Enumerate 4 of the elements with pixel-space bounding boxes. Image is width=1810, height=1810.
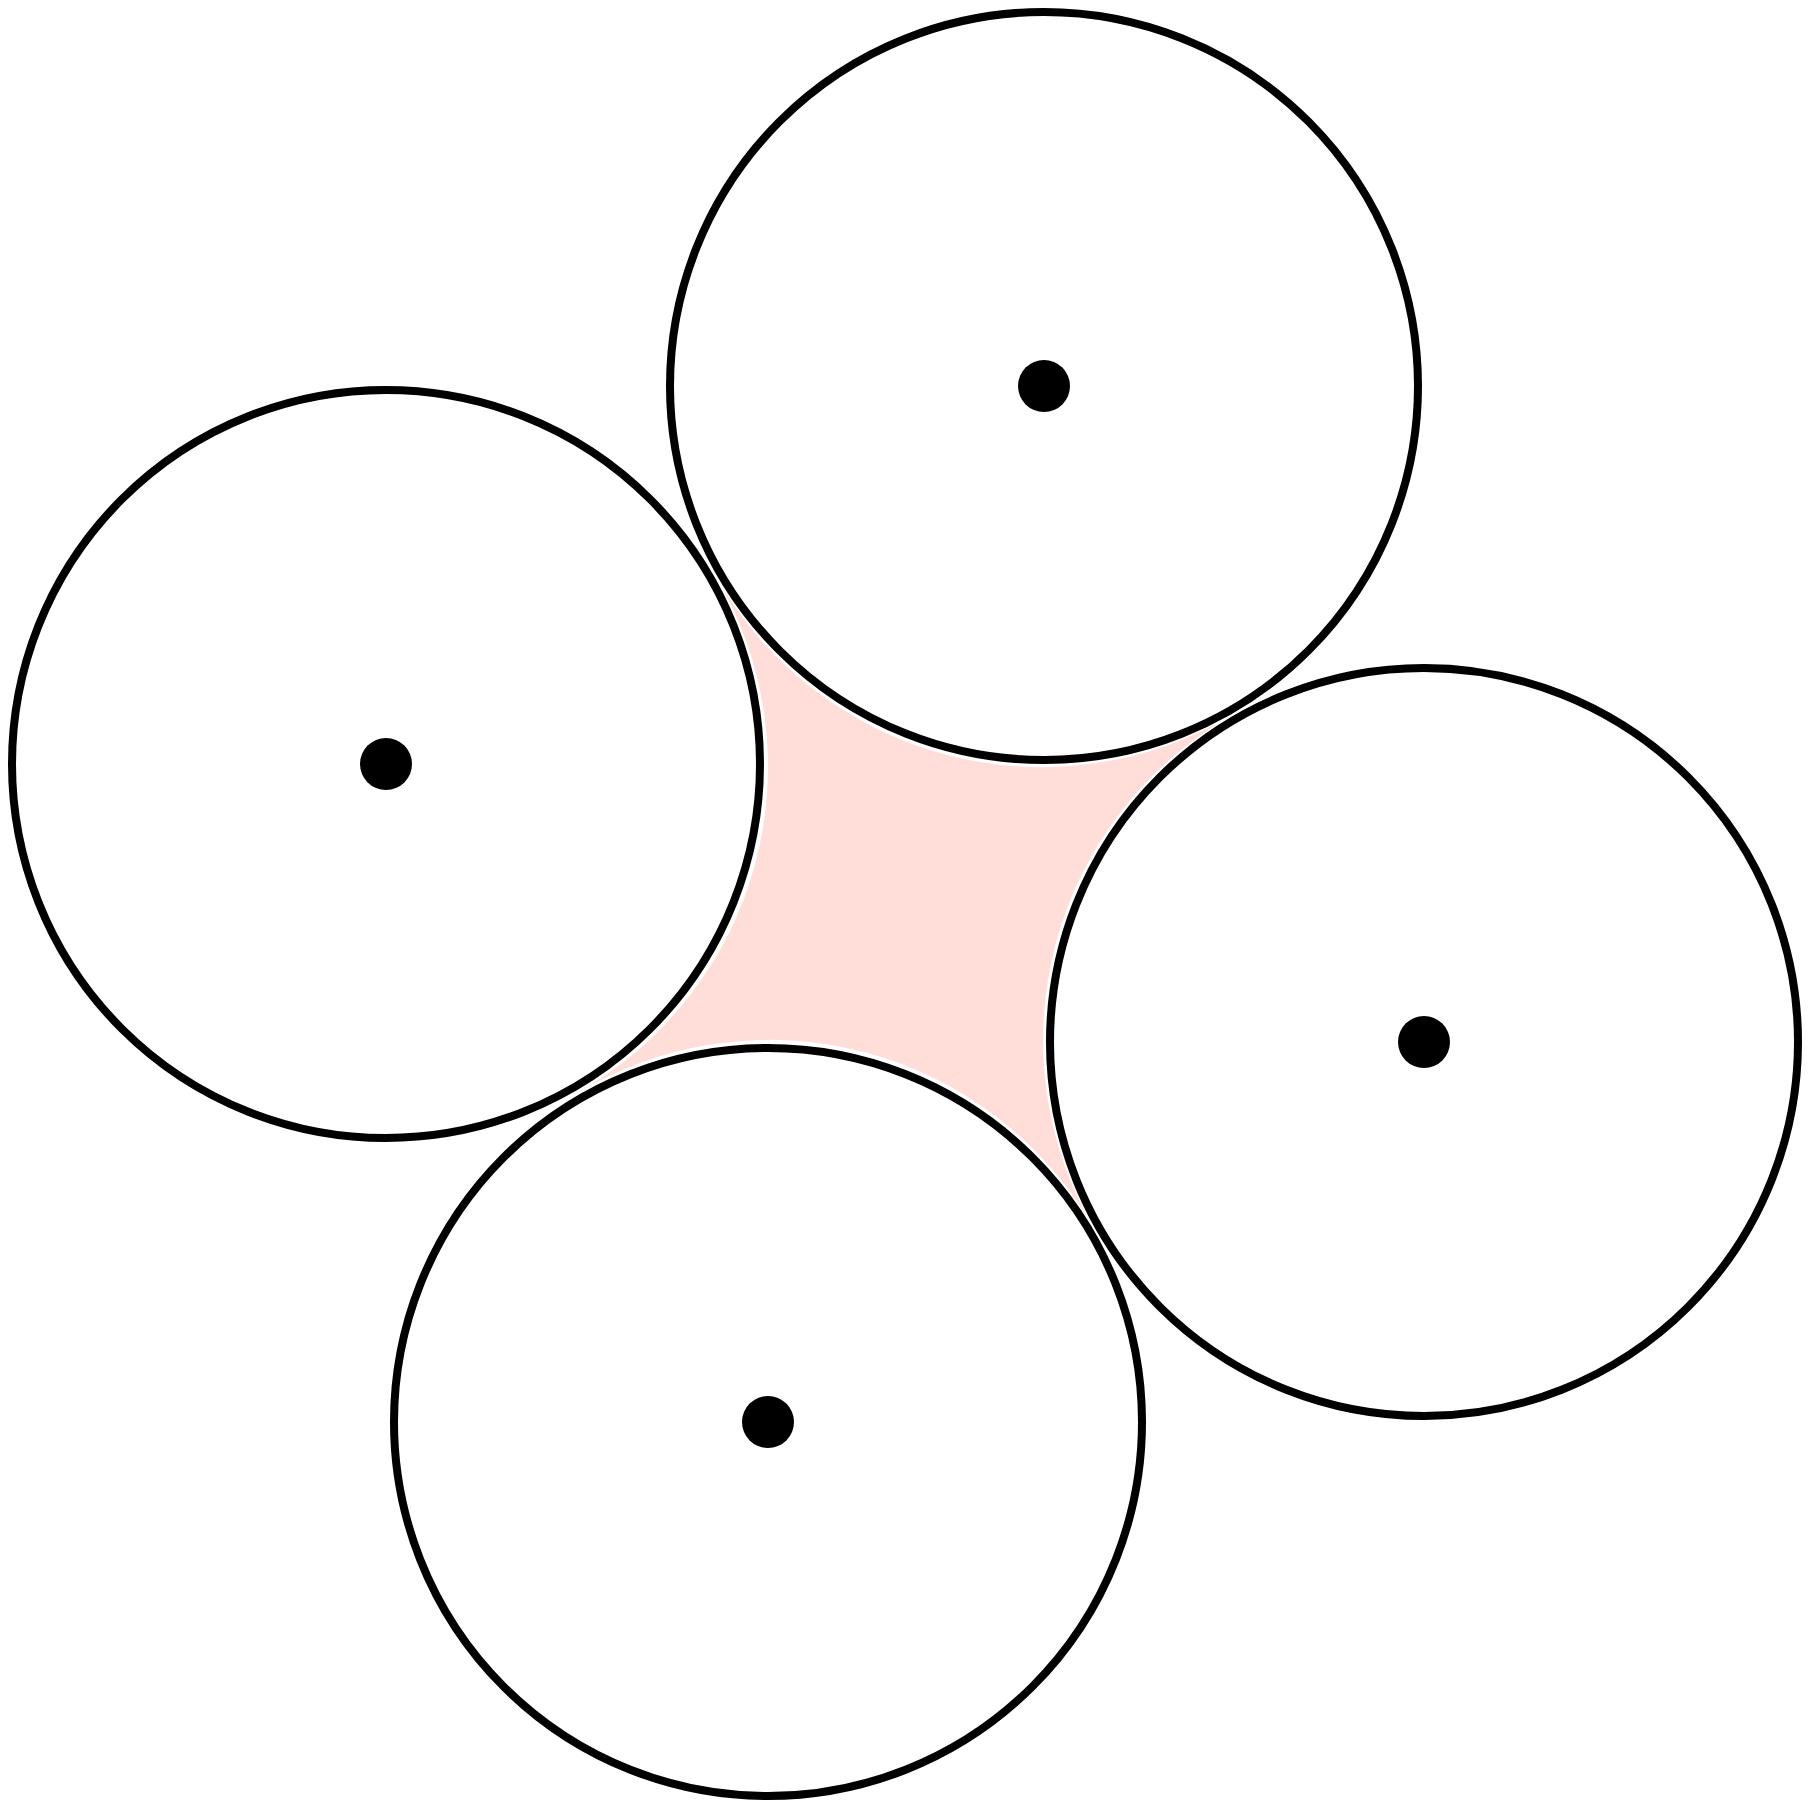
circle [390, 1044, 1146, 1800]
circle [8, 386, 764, 1142]
circle [666, 8, 1422, 764]
circle [1046, 664, 1802, 1420]
